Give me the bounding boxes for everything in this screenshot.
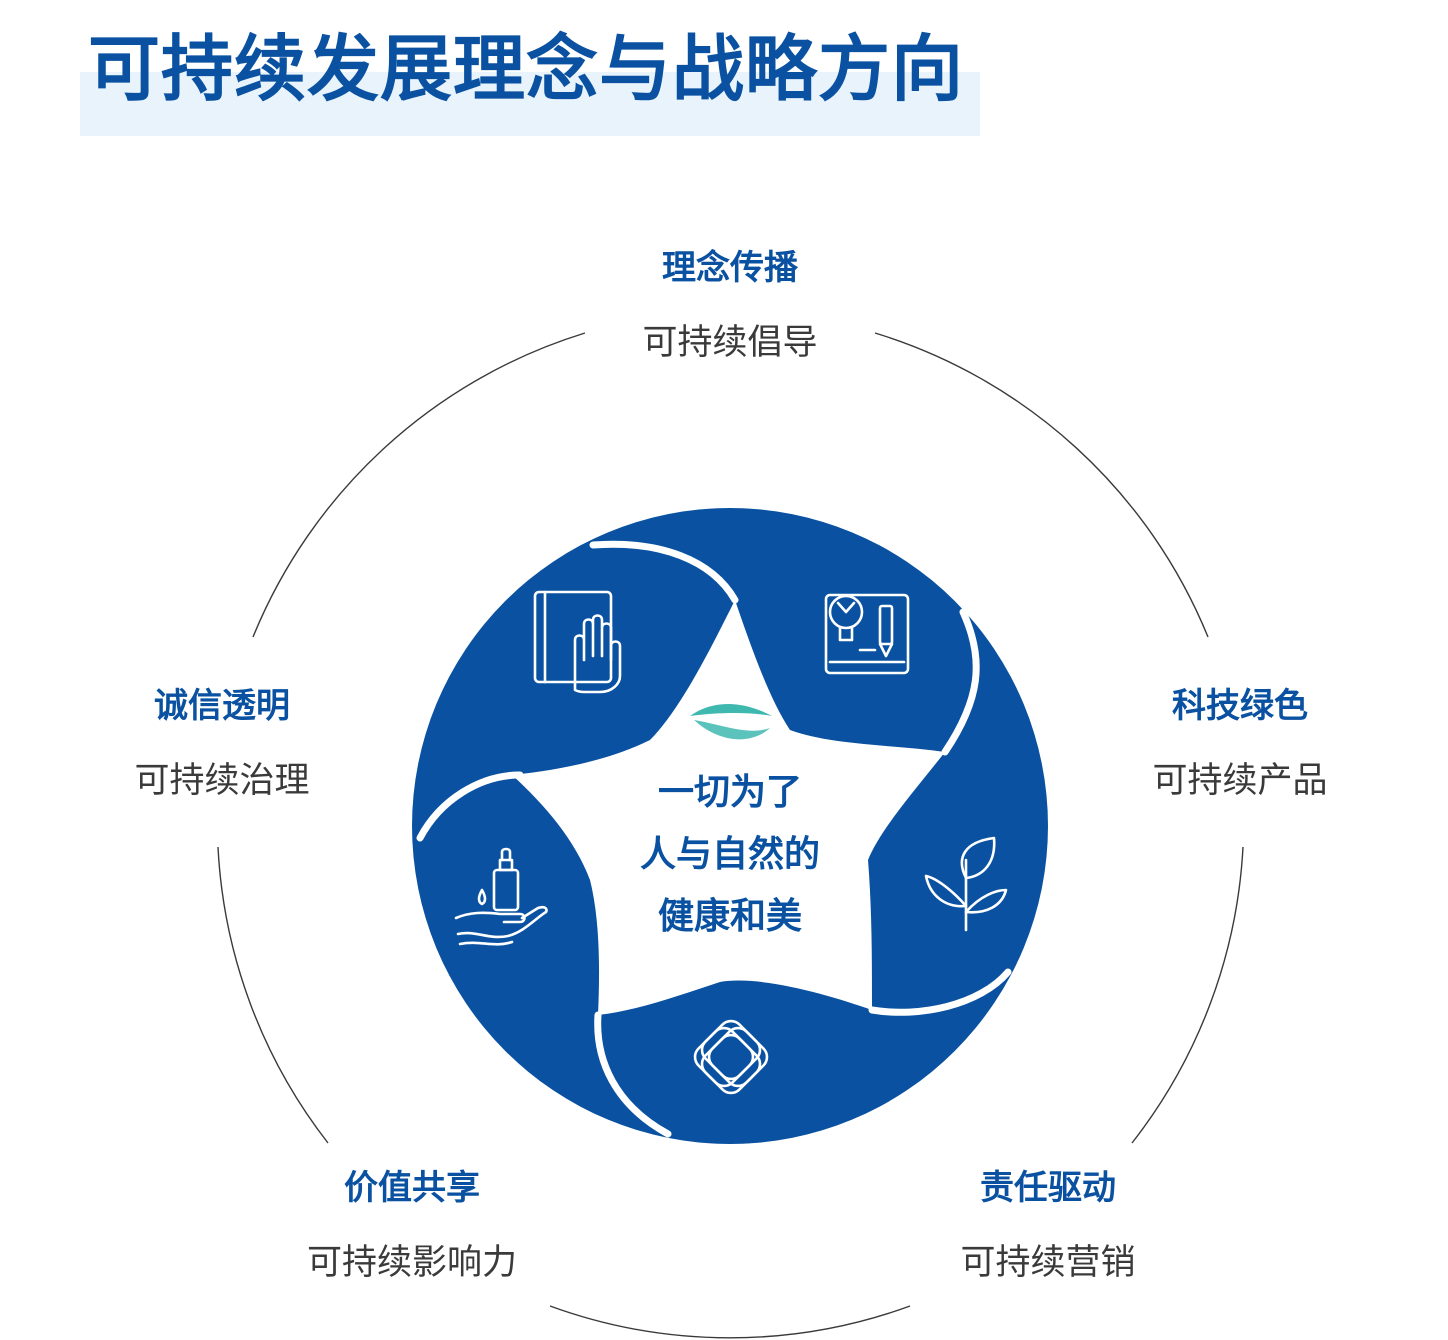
title-highlight-bar bbox=[80, 72, 980, 136]
divider-right bbox=[941, 608, 980, 756]
center-line-3: 健康和美 bbox=[657, 896, 803, 937]
divider-bottom-right bbox=[868, 968, 1012, 1016]
segment-right-title: 科技绿色 bbox=[1172, 686, 1308, 726]
central-star bbox=[512, 600, 945, 1015]
title-area: 可持续发展理念与战略方向 bbox=[80, 26, 980, 136]
page-title: 可持续发展理念与战略方向 bbox=[88, 27, 965, 111]
outer-ring-arc-top bbox=[252, 332, 586, 638]
segment-top-subtitle: 可持续倡导 bbox=[642, 323, 818, 363]
idea-board-icon bbox=[824, 593, 910, 675]
book-hand-icon bbox=[533, 590, 622, 694]
divider-bottom-left bbox=[594, 1011, 672, 1138]
segment-right-subtitle: 可持续产品 bbox=[1152, 761, 1328, 801]
outer-ring-arc-right bbox=[1131, 846, 1244, 1144]
segment-bottom-left-subtitle: 可持续影响力 bbox=[306, 1243, 518, 1283]
swirl-dividers bbox=[416, 540, 1012, 1138]
outer-ring-arc-left bbox=[217, 846, 329, 1144]
center-slogan: 一切为了 人与自然的 健康和美 bbox=[640, 762, 820, 948]
segment-top-title: 理念传播 bbox=[662, 248, 798, 288]
segment-left-subtitle: 可持续治理 bbox=[134, 761, 310, 801]
hand-dropper-bottle-icon bbox=[454, 847, 548, 946]
leaf-logo-icon bbox=[690, 704, 772, 740]
outer-ring bbox=[217, 332, 1244, 1339]
center-line-2: 人与自然的 bbox=[639, 834, 821, 875]
outer-ring-arc-bottom bbox=[549, 1305, 911, 1339]
segment-left-title: 诚信透明 bbox=[154, 686, 290, 726]
outer-ring-arc-top-right bbox=[874, 332, 1209, 638]
divider-left bbox=[416, 771, 524, 842]
segment-bottom-right-title: 责任驱动 bbox=[980, 1168, 1116, 1208]
plant-sprout-icon bbox=[924, 836, 1008, 932]
center-line-1: 一切为了 bbox=[657, 772, 803, 813]
divider-top bbox=[589, 540, 739, 604]
segment-bottom-right-subtitle: 可持续营销 bbox=[960, 1243, 1136, 1283]
segment-bottom-left-title: 价值共享 bbox=[344, 1168, 480, 1208]
interlocking-knot-icon bbox=[693, 1019, 769, 1095]
